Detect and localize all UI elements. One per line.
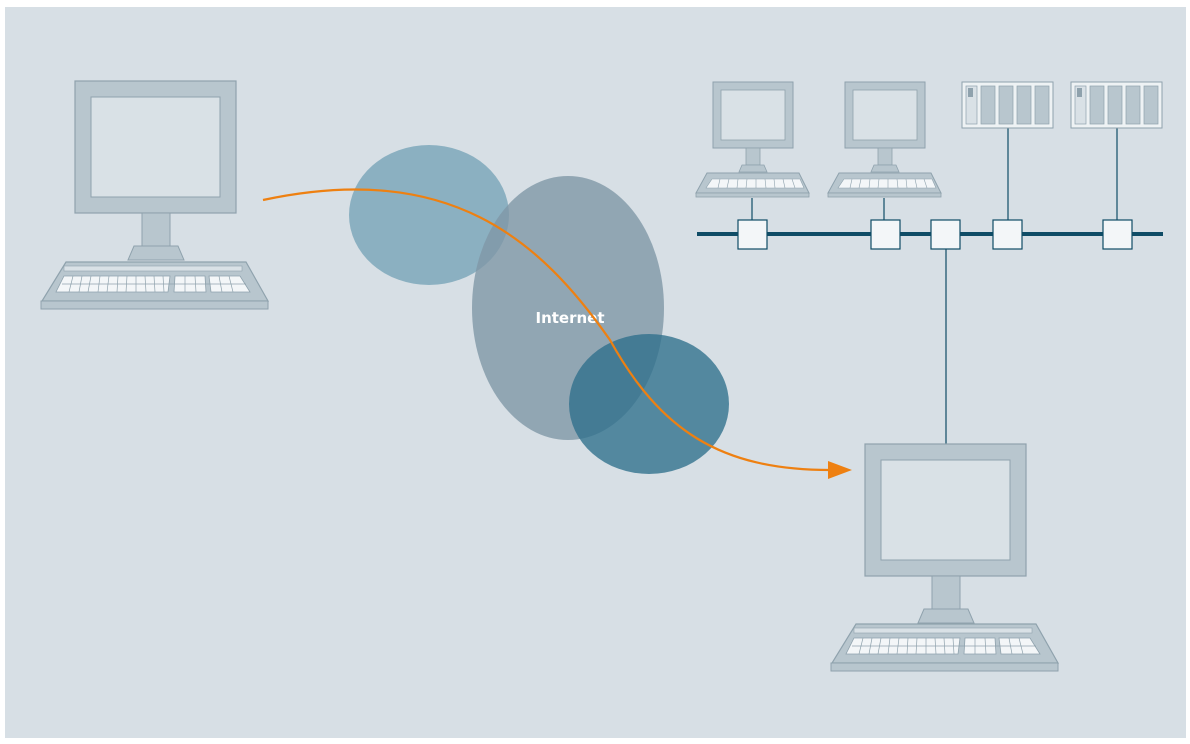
plant-workstation-icon <box>695 81 810 198</box>
switch-icon <box>1102 219 1133 250</box>
arrowhead-icon <box>828 461 852 479</box>
remote-access-arrow <box>262 188 831 472</box>
switch-icon <box>930 219 961 250</box>
network-bubble-right <box>569 334 729 474</box>
plc-controller-icon <box>961 81 1054 129</box>
network-switches <box>737 219 1133 250</box>
remote-workstation-icon <box>40 80 270 310</box>
plant-server-workstation-icon <box>830 443 1060 672</box>
plc-controller-icon <box>1070 81 1163 129</box>
plant-workstation-icon <box>827 81 942 198</box>
switch-icon <box>992 219 1023 250</box>
bus-drop-lines <box>751 128 1118 444</box>
internet-label: Internet <box>535 309 604 327</box>
switch-icon <box>737 219 768 250</box>
switch-icon <box>870 219 901 250</box>
network-bubble-left <box>349 145 509 285</box>
